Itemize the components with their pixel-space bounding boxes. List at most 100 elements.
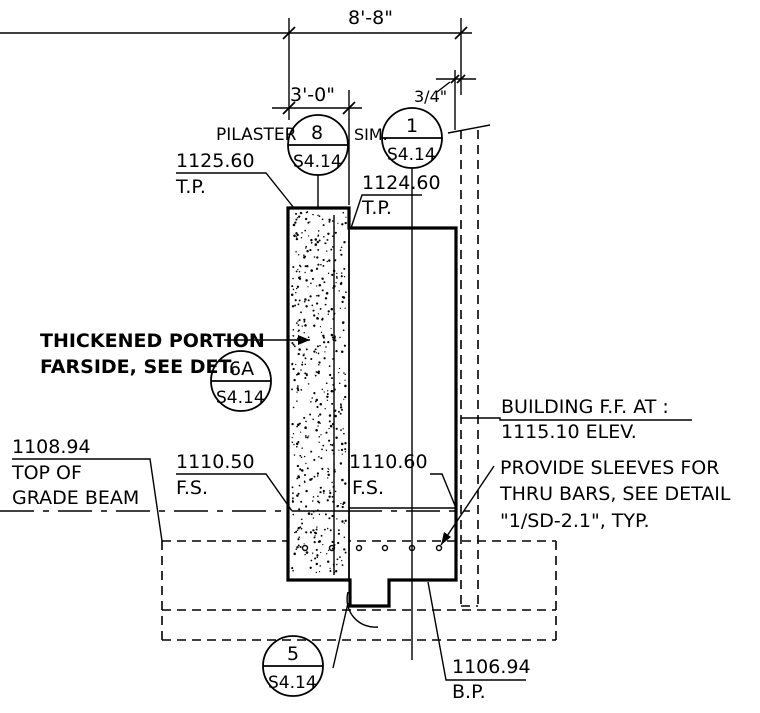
stipple-dot — [327, 310, 330, 313]
stipple-dot — [317, 263, 320, 266]
stipple-dot — [306, 249, 309, 253]
stipple-dot — [297, 492, 300, 495]
concrete-stipple — [290, 211, 347, 574]
stipple-dot — [301, 325, 303, 327]
stipple-dot — [326, 553, 328, 555]
stipple-dot — [322, 334, 325, 337]
gap-label: 3/4" — [414, 87, 447, 106]
stipple-dot — [326, 260, 329, 263]
stipple-dot — [303, 332, 305, 334]
stipple-dot — [334, 414, 337, 418]
stipple-dot — [310, 269, 313, 272]
stipple-dot — [331, 402, 334, 405]
stipple-dot — [304, 553, 306, 556]
grade-beam-line2: TOP OF — [11, 462, 82, 484]
stipple-dot — [318, 363, 320, 366]
grade-beam-elevation: 1108.94 TOP OF GRADE BEAM — [11, 436, 163, 542]
stipple-dot — [343, 522, 345, 524]
stipple-dot — [301, 232, 303, 234]
stipple-dot — [300, 236, 303, 239]
stipple-dot — [317, 248, 320, 251]
stipple-dot — [343, 276, 346, 278]
stipple-dot — [304, 426, 307, 429]
thickened-line2: FARSIDE, SEE DET. — [40, 356, 236, 378]
stipple-dot — [319, 325, 322, 328]
stipple-dot — [303, 416, 306, 419]
stipple-dot — [315, 285, 318, 287]
stipple-dot — [312, 496, 315, 498]
stipple-dot — [313, 350, 316, 353]
stipple-dot — [313, 314, 316, 317]
stipple-dot — [303, 300, 306, 303]
stipple-dot — [299, 468, 302, 471]
stipple-dot — [338, 290, 340, 292]
stipple-dot — [340, 272, 343, 274]
building-ff-line2: 1115.10 ELEV. — [501, 421, 637, 443]
stipple-dot — [338, 410, 340, 413]
stipple-dot — [336, 272, 338, 275]
stipple-dot — [315, 571, 318, 574]
stipple-dot — [316, 472, 320, 475]
stipple-dot — [303, 254, 305, 256]
stipple-dot — [307, 512, 311, 515]
stipple-dot — [314, 400, 317, 403]
stipple-dot — [315, 302, 319, 305]
stipple-dot — [324, 303, 327, 306]
stipple-dot — [340, 404, 342, 407]
stipple-dot — [335, 281, 337, 284]
stipple-dot — [305, 373, 308, 376]
building-ff-note: BUILDING F.F. AT : 1115.10 ELEV. — [461, 396, 692, 443]
stipple-dot — [304, 376, 307, 380]
stipple-dot — [298, 508, 301, 511]
stipple-dot — [301, 361, 304, 363]
stipple-dot — [301, 469, 304, 472]
stipple-dot — [292, 499, 294, 501]
stipple-dot — [315, 562, 319, 566]
stipple-dot — [328, 220, 331, 223]
stipple-dot — [342, 329, 345, 332]
stipple-dot — [342, 211, 345, 214]
stipple-dot — [320, 457, 323, 460]
stipple-dot — [323, 357, 326, 360]
pilaster-prefix: PILASTER — [216, 125, 297, 145]
stipple-dot — [319, 565, 322, 567]
stipple-dot — [314, 557, 317, 560]
stipple-dot — [328, 373, 332, 377]
stipple-dot — [309, 413, 312, 416]
stipple-dot — [344, 307, 346, 309]
stipple-dot — [295, 291, 297, 294]
stipple-dot — [329, 567, 331, 570]
stipple-dot — [318, 540, 321, 543]
stipple-dot — [291, 305, 295, 308]
stipple-dot — [298, 329, 300, 332]
stipple-dot — [295, 237, 299, 241]
stipple-dot — [322, 341, 326, 344]
thickened-detail-sheet: S4.14 — [216, 388, 265, 408]
stipple-dot — [292, 223, 296, 227]
stipple-dot — [316, 240, 320, 244]
stipple-dot — [327, 340, 330, 344]
bottom-detail-callout: 5 S4.14 — [262, 591, 379, 697]
stipple-dot — [296, 391, 298, 393]
thickened-line1: THICKENED PORTION — [40, 330, 265, 352]
stipple-dot — [292, 513, 295, 516]
stipple-dot — [296, 477, 299, 480]
stipple-dot — [307, 299, 310, 302]
stipple-dot — [341, 520, 344, 523]
bottom-of-pier-elevation: 1106.94 B.P. — [427, 581, 531, 703]
stipple-dot — [343, 398, 345, 400]
sleeves-line3: "1/SD-2.1", TYP. — [500, 510, 650, 532]
stipple-dot — [318, 456, 320, 458]
stipple-dot — [326, 395, 329, 399]
stipple-dot — [331, 514, 334, 518]
stipple-dot — [344, 373, 346, 375]
stipple-dot — [304, 372, 307, 375]
pilaster-section — [288, 208, 349, 580]
stipple-dot — [316, 256, 319, 259]
stipple-dot — [344, 442, 347, 445]
stipple-dot — [319, 491, 322, 494]
stipple-dot — [325, 292, 329, 295]
stipple-dot — [295, 270, 298, 273]
stipple-dot — [340, 403, 342, 406]
